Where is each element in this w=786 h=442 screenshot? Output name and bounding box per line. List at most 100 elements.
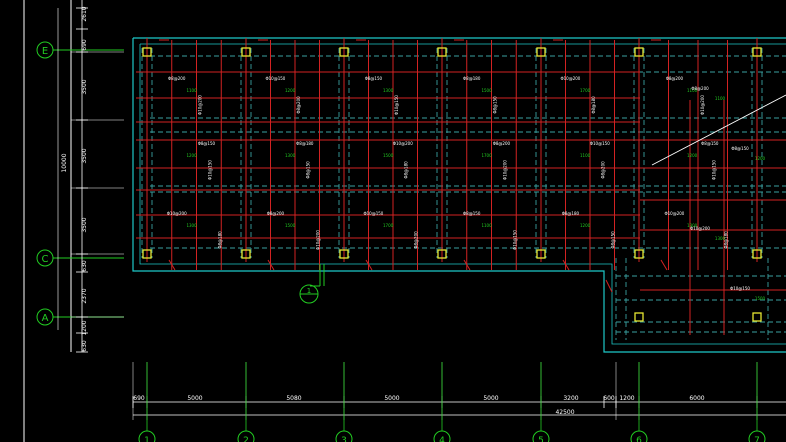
bottom-dimension-chain: 690 5000 5080 5000 5000 3200 600 1200 60… [132,362,786,420]
rebar-tag: Φ8@200 [168,76,186,81]
left-dimension-chain: 10000 2610 690 3500 3500 3500 630 2370 1… [57,0,124,353]
left-dim-3: 3500 [81,79,88,94]
column-axis-circle [630,430,648,442]
rebar-tag-vertical: Φ8@200 [296,96,301,114]
span-length: 1300 [285,153,296,158]
rebar-tag: Φ10@200 [393,141,413,146]
rebar-hook [660,259,668,271]
bottom-dim-2: 5000 [187,395,202,402]
span-length: 1100 [186,88,197,93]
slab-inner-outline [139,43,786,345]
span-length: 1100 [715,96,726,101]
span-length: 1200 [580,223,591,228]
rebar-tag: Φ10@150 [265,76,285,81]
column-square [339,47,349,57]
rebar-tag: Φ10@150 [730,286,750,291]
column-square [634,312,644,322]
column-axis-label: 1 [144,436,150,442]
rebar-hook [267,259,275,271]
column-square [437,249,447,259]
rebar-tag-vertical: Φ8@180 [404,161,409,179]
rebar-tag-vertical: Φ8@180 [724,231,729,249]
rebar-tag-vertical: Φ10@150 [207,160,212,180]
rebar-tag: Φ8@150 [701,141,719,146]
rebar-tag-vertical: Φ8@180 [591,96,596,114]
span-length: 1300 [687,223,698,228]
column-axis-circle [237,430,255,442]
rebar-tag: Φ10@200 [167,211,187,216]
column-square [339,249,349,259]
slab-outer-outline [132,37,786,353]
rebar-tag: Φ8@180 [463,76,481,81]
rebar-tag-vertical: Φ10@200 [502,160,507,180]
column-axis-label: 3 [341,436,347,442]
column-axis-circle [433,430,451,442]
column-markers [142,47,762,322]
rebar-tag-vertical: Φ10@150 [394,95,399,115]
rebar-tag: Φ8@180 [296,141,314,146]
column-square [142,249,152,259]
column-square [752,312,762,322]
rebar-annotations: Φ8@200Φ10@2001100Φ8@150Φ10@1501200Φ10@20… [167,76,766,301]
rebar-tag-vertical: Φ10@200 [197,95,202,115]
rebar-tag-vertical: Φ8@150 [611,231,616,249]
rebar-hook [168,259,176,271]
rebar-tag: Φ8@150 [198,141,216,146]
rebar-hook [562,259,570,271]
bottom-dim-1: 690 [133,395,145,402]
rebar-tag: Φ8@200 [493,141,511,146]
bottom-dim-5: 5000 [483,395,498,402]
rebar-tag: Φ8@200 [267,211,285,216]
rebar-tag: Φ10@150 [363,211,383,216]
column-square [536,249,546,259]
rebar-hook [605,279,613,293]
column-square [752,47,762,57]
rebar-tag-vertical: Φ10@200 [700,95,705,115]
column-square [536,47,546,57]
rebar-tag: Φ8@150 [463,211,481,216]
span-length: 1300 [383,88,394,93]
rebar-tag: Φ8@180 [562,211,580,216]
span-length: 1500 [383,153,394,158]
column-square [437,47,447,57]
axis-label-row-e: E [42,46,48,57]
left-dim-8: 1200 [81,320,88,335]
span-length: 1500 [481,88,492,93]
bottom-dim-9: 6000 [689,395,704,402]
rebar-hook [463,259,471,271]
span-length: 1300 [715,236,726,241]
left-dim-5: 3500 [81,217,88,232]
rebar-tag: Φ8@150 [731,146,749,151]
left-dim-7: 2370 [81,288,88,303]
left-dim-6: 630 [81,260,88,272]
axis-label-row-c: C [42,254,49,265]
span-length: 1700 [383,223,394,228]
section-marker-label: 1 [307,287,311,295]
column-axis-label: 4 [439,436,445,442]
column-square [241,47,251,57]
column-axis-label: 6 [636,436,642,442]
span-length: 1200 [687,153,698,158]
span-length: 1200 [755,156,766,161]
column-square [634,249,644,259]
rebar-tag: Φ8@200 [666,76,684,81]
rebar-tag: Φ10@200 [664,211,684,216]
rebar-tag-vertical: Φ8@200 [414,231,419,249]
column-axis-label: 2 [243,436,249,442]
rebar-tag-vertical: Φ10@150 [512,230,517,250]
bottom-total-dimension: 42500 [555,409,574,416]
column-square [634,47,644,57]
rebar-tag: Φ8@200 [691,86,709,91]
rebar-tag: Φ10@200 [560,76,580,81]
rebar-tag-vertical: Φ8@150 [492,96,497,114]
left-dim-1: 2610 [81,6,88,21]
span-length: 1700 [481,153,492,158]
column-axis-circle [532,430,550,442]
diagonal-opening-line [651,94,786,166]
rebar-tag-vertical: Φ10@200 [316,230,321,250]
rebar-hook [365,259,373,271]
bottom-dim-4: 5000 [384,395,399,402]
